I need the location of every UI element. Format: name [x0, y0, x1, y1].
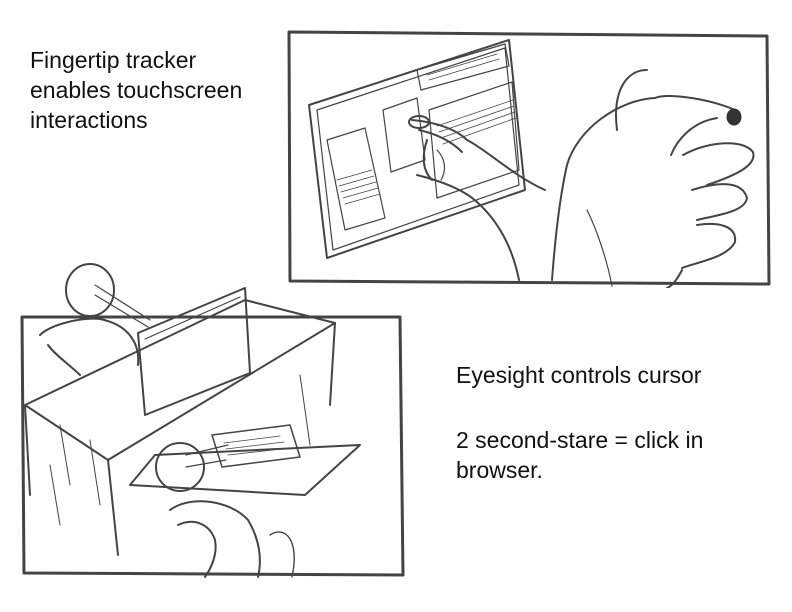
tablet [211, 424, 301, 468]
stare-click-caption: 2 second-stare = click in browser. [456, 425, 703, 485]
sketch-frame [287, 30, 771, 286]
fingertip-caption-line-2: enables touchscreen [30, 77, 243, 103]
eyesight-caption: Eyesight controls cursor [456, 362, 702, 388]
fingertip-caption-line-1: Fingertip tracker [30, 47, 197, 73]
monitor [137, 287, 251, 416]
user-head [39, 263, 151, 376]
open-hand [551, 69, 755, 288]
fingertip-tracker-marker [726, 108, 742, 126]
foreground-user [155, 442, 295, 578]
desk [24, 299, 361, 556]
stare-caption-line-1: 2 second-stare = click in [456, 427, 704, 453]
sketch-frame-bottom [20, 315, 405, 577]
fingertip-sketch-panel [287, 30, 771, 288]
wall-display [308, 39, 526, 259]
pointing-hand [408, 115, 546, 281]
fingertip-caption-line-3: interactions [30, 107, 148, 133]
fingertip-sketch [287, 30, 771, 288]
eyesight-sketch-panel [0, 255, 410, 580]
stare-caption-line-2: browser. [456, 457, 543, 483]
fingertip-caption: Fingertip tracker enables touchscreen in… [30, 45, 242, 135]
eyesight-sketch [20, 263, 405, 578]
